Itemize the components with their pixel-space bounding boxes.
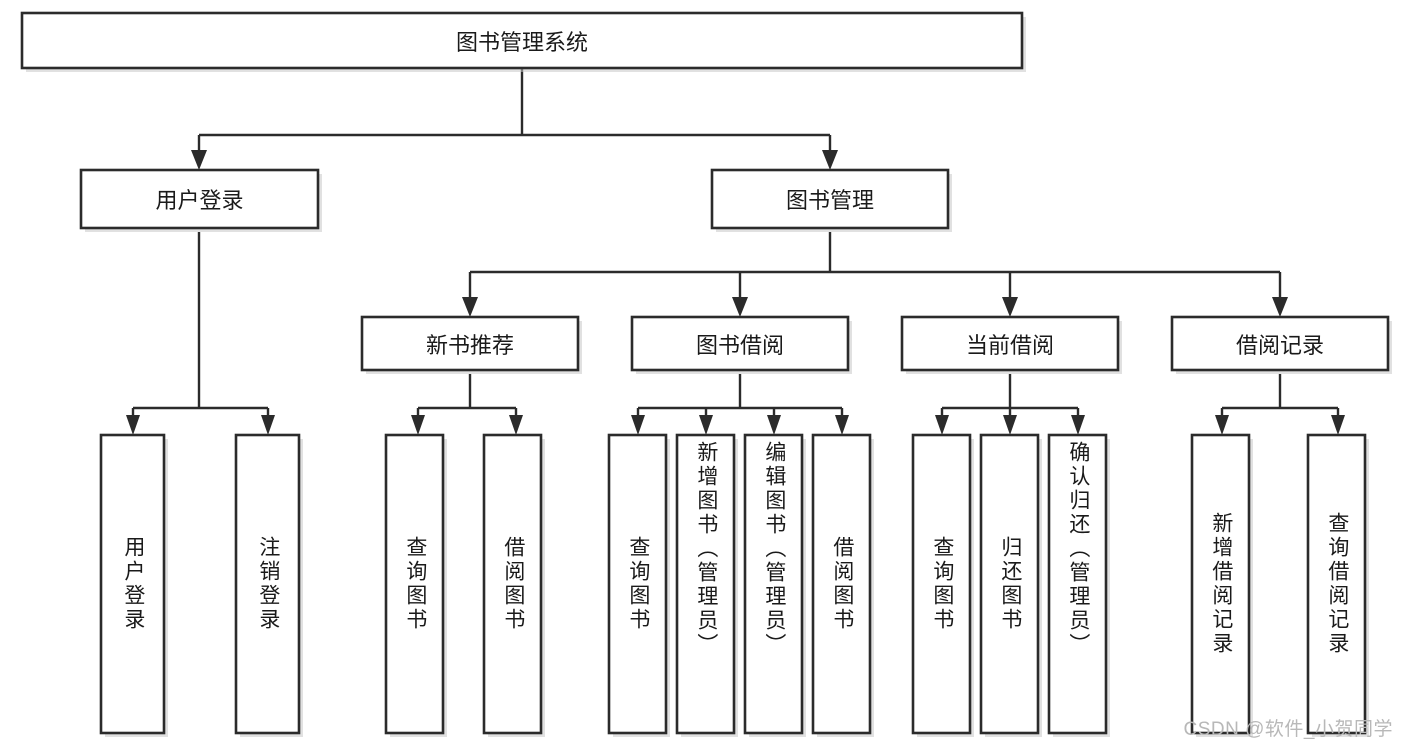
node-box-leaf-query-book-3[interactable] bbox=[911, 433, 972, 735]
arrow-leaf-query-book-1 bbox=[411, 415, 425, 435]
node-layer bbox=[20, 11, 1392, 737]
arrow-user-login bbox=[191, 150, 207, 170]
arrow-leaf-query-book-2 bbox=[631, 415, 645, 435]
arrow-new-book-recommend bbox=[462, 297, 478, 317]
arrow-leaf-query-book-3 bbox=[935, 415, 949, 435]
arrow-leaf-borrow-book-2 bbox=[835, 415, 849, 435]
arrow-leaf-confirm-return bbox=[1071, 415, 1085, 435]
node-box-leaf-logout[interactable] bbox=[234, 433, 301, 735]
watermark-text: CSDN @软件_小贺同学 bbox=[1183, 719, 1393, 740]
node-box-leaf-borrow-book-1[interactable] bbox=[482, 433, 543, 735]
arrow-book-borrow bbox=[732, 297, 748, 317]
node-box-leaf-query-book-1[interactable] bbox=[384, 433, 445, 735]
node-box-leaf-edit-book[interactable] bbox=[743, 433, 804, 735]
node-box-leaf-query-record[interactable] bbox=[1306, 433, 1367, 735]
arrow-leaf-add-record bbox=[1215, 415, 1229, 435]
node-box-root[interactable] bbox=[20, 11, 1024, 70]
node-box-leaf-return-book[interactable] bbox=[979, 433, 1040, 735]
node-box-leaf-query-book-2[interactable] bbox=[607, 433, 668, 735]
node-box-leaf-borrow-book-2[interactable] bbox=[811, 433, 872, 735]
arrow-book-manage bbox=[822, 150, 838, 170]
arrow-leaf-query-record bbox=[1331, 415, 1345, 435]
node-box-current-borrow[interactable] bbox=[900, 315, 1120, 372]
arrow-leaf-user-login bbox=[126, 415, 140, 435]
arrow-leaf-logout bbox=[261, 415, 275, 435]
arrow-borrow-record bbox=[1272, 297, 1288, 317]
node-box-new-book-recommend[interactable] bbox=[360, 315, 580, 372]
node-box-leaf-add-record[interactable] bbox=[1190, 433, 1251, 735]
arrow-leaf-add-book bbox=[699, 415, 713, 435]
node-box-book-borrow[interactable] bbox=[630, 315, 850, 372]
node-box-book-manage[interactable] bbox=[710, 168, 950, 230]
arrow-leaf-borrow-book-1 bbox=[509, 415, 523, 435]
arrow-current-borrow bbox=[1002, 297, 1018, 317]
node-box-borrow-record[interactable] bbox=[1170, 315, 1390, 372]
connector-layer bbox=[126, 68, 1345, 435]
node-box-leaf-confirm-return[interactable] bbox=[1047, 433, 1108, 735]
node-box-leaf-add-book[interactable] bbox=[675, 433, 736, 735]
node-box-user-login[interactable] bbox=[79, 168, 320, 230]
arrow-leaf-return-book bbox=[1003, 415, 1017, 435]
arrow-leaf-edit-book bbox=[767, 415, 781, 435]
node-box-leaf-user-login[interactable] bbox=[99, 433, 166, 735]
